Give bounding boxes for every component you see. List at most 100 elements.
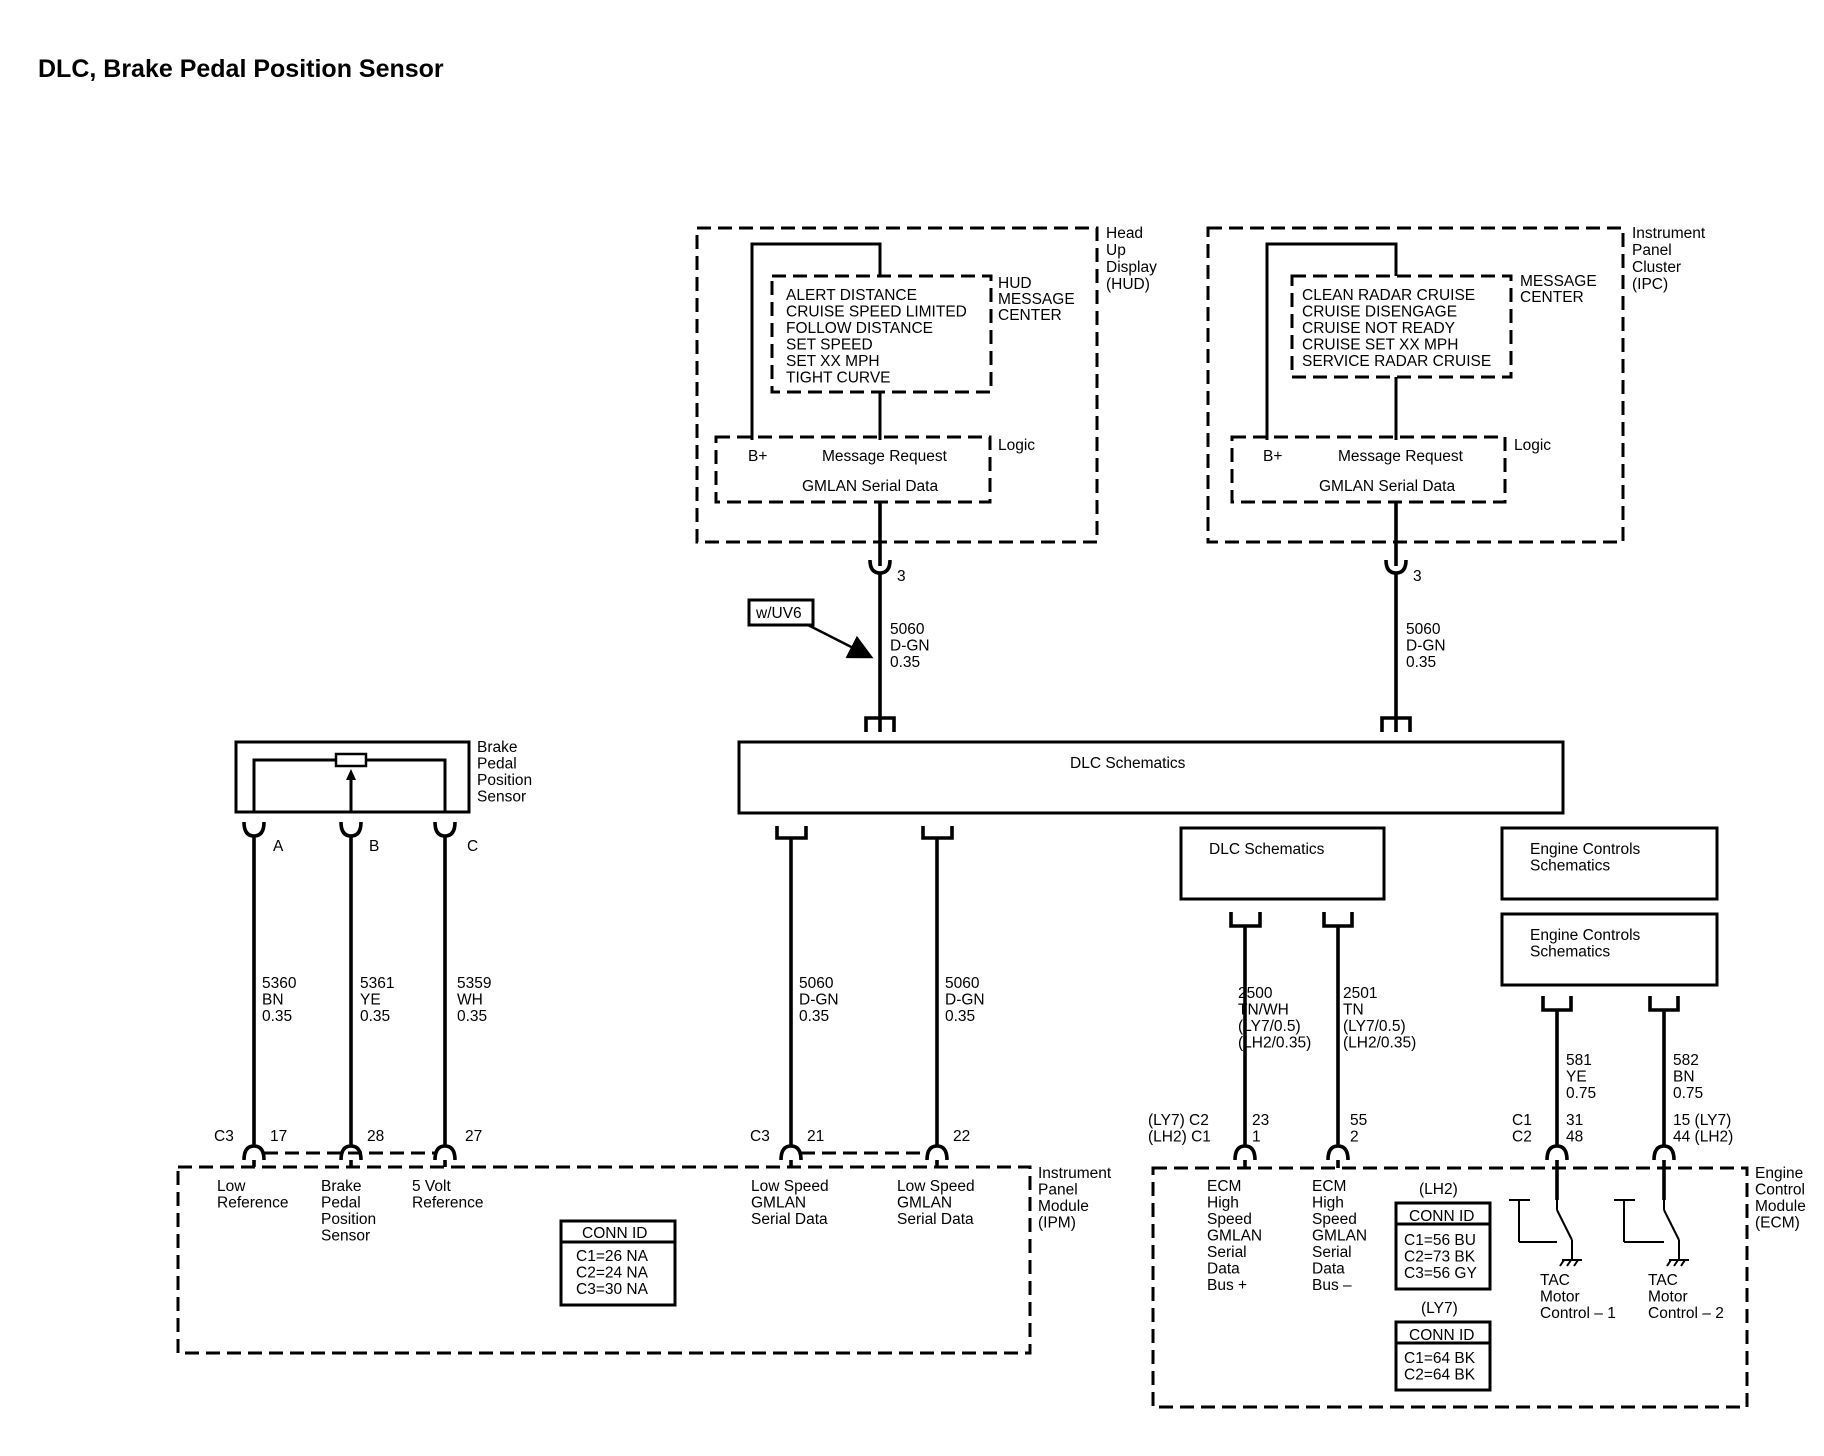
ipm-conn-id-values-line: C3=30 NA: [576, 1281, 649, 1298]
ipm-label-bpps-line: Pedal: [321, 1195, 361, 1212]
wire-label-2500-line: 2500: [1238, 985, 1273, 1002]
ipm-pin-17: 17: [270, 1128, 287, 1145]
ipc-gmlan-label: GMLAN Serial Data: [1319, 478, 1455, 495]
ecm-lh2-values-line: C3=56 GY: [1404, 1265, 1477, 1282]
dlc-schematics-box[interactable]: [737, 740, 1565, 815]
hud-message-list-line: SET SPEED: [786, 337, 873, 354]
dlc-schematics-small-box[interactable]: [1179, 826, 1386, 901]
ipc-message-list-line: CRUISE SET XX MPH: [1302, 337, 1458, 354]
ecm-ly7-label: (LY7): [1421, 1300, 1458, 1317]
ecm-pins-d: 15 (LY7)44 (LH2): [1673, 1112, 1733, 1146]
ecm-module-border: [1151, 1166, 1749, 1409]
ipm-pin-21: 21: [807, 1128, 824, 1145]
ipm-connector-c3-b: C3: [750, 1128, 770, 1145]
wire-label-5360-line: 5360: [262, 975, 297, 992]
option-tag-box: [747, 598, 815, 627]
ecm-module-name-line: Control: [1755, 1182, 1805, 1199]
ecm-pin-31-icon: [1545, 1144, 1569, 1161]
ipm-label-gmlan-2-line: Serial Data: [897, 1211, 974, 1228]
ecm-connector-right-line: C2: [1512, 1129, 1532, 1146]
ipc-message-list-line: CLEAN RADAR CRUISE: [1302, 287, 1475, 304]
engine-controls-box-1[interactable]: [1500, 826, 1719, 901]
hud-module-border: [695, 226, 1099, 544]
wire-label-5361-line: YE: [360, 992, 381, 1009]
ecm-pin-15-icon: [1652, 1144, 1676, 1161]
wire-label-5361-line: 0.35: [360, 1008, 390, 1025]
tac1-switch-blade: [1556, 1209, 1573, 1241]
tac1-ground-hatch-3: [1573, 1259, 1579, 1267]
engine-controls-label-2-line: Schematics: [1530, 944, 1610, 961]
ipc-message-center-box: [1290, 274, 1513, 379]
ipm-module-name-line: (IPM): [1038, 1215, 1076, 1232]
ipm-label-gmlan-1-line: Serial Data: [751, 1211, 828, 1228]
ipm-module-name-line: Instrument: [1038, 1165, 1112, 1182]
ecm-label-bus-minus-line: ECM: [1312, 1178, 1346, 1195]
ipm-conn-id-title: CONN ID: [582, 1225, 647, 1242]
ipc-bplus-label: B+: [1263, 448, 1282, 465]
ecm-ly7-title: CONN ID: [1409, 1327, 1474, 1344]
hud-wire-label-line: 5060: [890, 621, 925, 638]
hud-pin-number: 3: [897, 568, 906, 585]
option-tag-label: w/UV6: [755, 605, 802, 622]
ipm-label-gmlan-2-line: Low Speed: [897, 1178, 975, 1195]
wire-label-2501-line: 2501: [1343, 985, 1377, 1002]
ecm-lh2-title: CONN ID: [1409, 1208, 1474, 1225]
hud-message-list-line: ALERT DISTANCE: [786, 287, 917, 304]
wire-label-5359-line: 0.35: [457, 1008, 487, 1025]
bpps-pin-c: C: [467, 838, 478, 855]
ecm-label-bus-minus-line: Bus –: [1312, 1277, 1352, 1294]
ecm-connector-left-line: (LY7) C2: [1148, 1112, 1209, 1129]
ipm-connector-c3: C3: [214, 1128, 234, 1145]
ecm-pins-b-line: 2: [1350, 1129, 1359, 1146]
wire-label-582-line: 0.75: [1673, 1085, 1703, 1102]
ipm-label-bpps-line: Brake: [321, 1178, 362, 1195]
engine-controls-box-2[interactable]: [1500, 912, 1719, 987]
ecm-pins-d-line: 44 (LH2): [1673, 1129, 1733, 1146]
ipm-pin-27-icon: [433, 1144, 457, 1161]
wire-label-2500-line: TN/WH: [1238, 1002, 1289, 1019]
wire-label-581-line: 581: [1566, 1052, 1592, 1069]
ipc-message-list-line: SERVICE RADAR CRUISE: [1302, 353, 1491, 370]
hud-gmlan-label: GMLAN Serial Data: [802, 478, 938, 495]
ipc-message-center-label-line: MESSAGE: [1520, 273, 1597, 290]
wire-label-5359-line: WH: [457, 992, 483, 1009]
ecm-module-name-line: (ECM): [1755, 1215, 1800, 1232]
wire-label-5360-line: 0.35: [262, 1008, 292, 1025]
ipm-label-gmlan-2-line: GMLAN: [897, 1195, 952, 1212]
ipm-pin-22-icon: [925, 1144, 949, 1161]
tac1-label-line: TAC: [1540, 1272, 1570, 1289]
hud-module-name-line: Display: [1106, 259, 1157, 276]
ipm-pin-22: 22: [953, 1128, 970, 1145]
bpps-resistor-icon: [334, 752, 368, 768]
ipm-label-gmlan-1-line: Low Speed: [751, 1178, 829, 1195]
ipm-pin-17-icon: [242, 1144, 266, 1161]
hud-message-center-label-line: HUD: [998, 275, 1032, 292]
hud-logic-label: Logic: [998, 437, 1035, 454]
hud-bplus-line: [750, 242, 882, 440]
ipc-module-border: [1206, 226, 1625, 544]
ipc-message-center-label-line: CENTER: [1520, 289, 1584, 306]
wire-label-2501-line: (LH2/0.35): [1343, 1035, 1416, 1052]
wire-label-5060-a-line: D-GN: [799, 992, 839, 1009]
wire-label-2501-line: TN: [1343, 1002, 1364, 1019]
hud-message-center-label-line: MESSAGE: [998, 291, 1075, 308]
dlc-small-connector-2: [1322, 912, 1354, 928]
ipc-module-name-line: Panel: [1632, 242, 1672, 259]
